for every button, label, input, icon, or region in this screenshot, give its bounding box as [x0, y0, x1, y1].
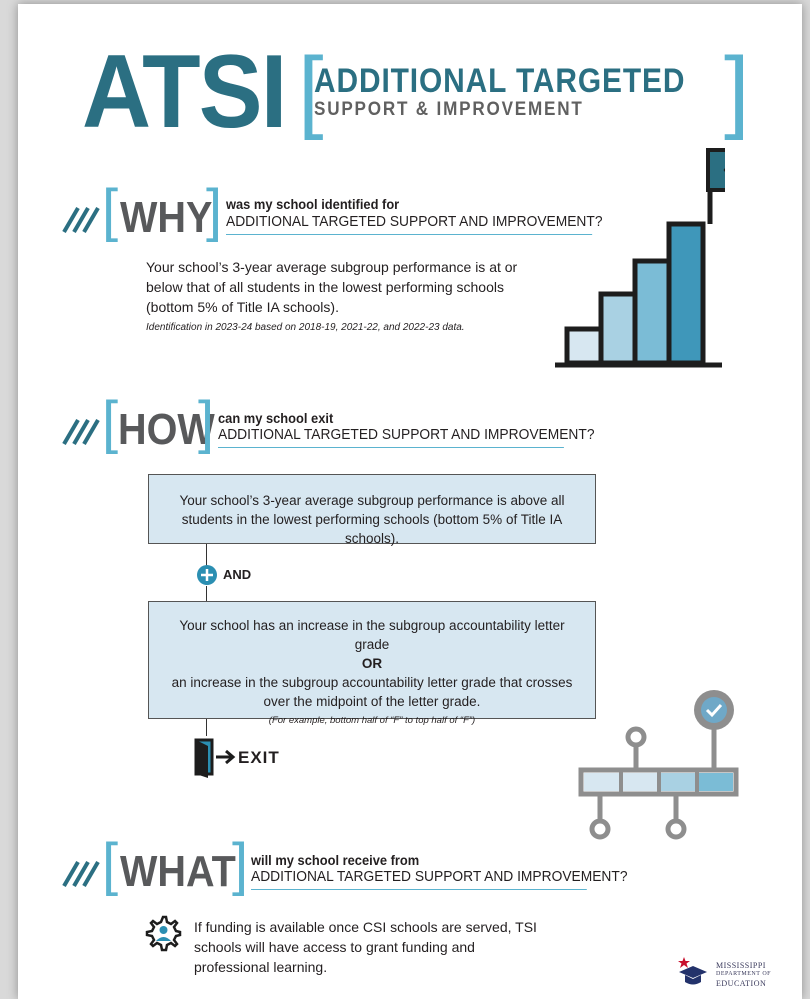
criterion-box-1-text: Your school’s 3-year average subgroup pe…: [179, 493, 565, 546]
criterion-box-2-example: (For example, bottom half of “F” to top …: [268, 715, 476, 726]
stripes-icon: [62, 206, 100, 234]
why-bracket-right: ]: [206, 178, 223, 243]
title-line-2: SUPPORT & IMPROVEMENT: [314, 99, 584, 120]
department-logo-text: MISSISSIPPI DEPARTMENT OF EDUCATION: [716, 961, 771, 988]
why-bracket-left: [: [102, 178, 119, 243]
infographic-page: ATSI [ ADDITIONAL TARGETED SUPPORT & IMP…: [18, 4, 802, 999]
how-question-line2: ADDITIONAL TARGETED SUPPORT AND IMPROVEM…: [218, 426, 595, 448]
logo-line3: EDUCATION: [716, 979, 767, 988]
how-heading: HOW: [118, 405, 215, 454]
what-question-line1: will my school receive from: [251, 852, 420, 868]
why-heading: WHY: [120, 193, 213, 242]
criterion-box-1: Your school’s 3-year average subgroup pe…: [148, 474, 596, 546]
why-question-line2: ADDITIONAL TARGETED SUPPORT AND IMPROVEM…: [226, 213, 603, 235]
exit-door-icon: [194, 738, 236, 778]
flow-line-2: [206, 586, 207, 601]
flow-line-1: [206, 544, 207, 567]
bracket-left: [: [298, 39, 324, 141]
bar-chart-flag-icon: [555, 148, 725, 368]
what-heading: WHAT: [120, 847, 236, 896]
flow-line-3: [206, 719, 207, 736]
criterion-box-2: Your school has an increase in the subgr…: [148, 601, 596, 726]
what-bracket-right: ]: [232, 832, 249, 897]
logo-line2: DEPARTMENT OF: [716, 971, 771, 977]
why-note: Identification in 2023-24 based on 2018-…: [146, 322, 465, 333]
criterion-box-2-or: OR: [361, 656, 383, 671]
and-label: AND: [223, 567, 252, 582]
stripes-icon: [62, 860, 100, 888]
acronym-title: ATSI: [82, 34, 287, 150]
what-bracket-left: [: [102, 832, 119, 897]
why-question-line1: was my school identified for: [226, 196, 400, 212]
what-body: If funding is available once CSI schools…: [194, 919, 537, 975]
logo-line1: MISSISSIPPI: [716, 961, 766, 970]
exit-label: EXIT: [238, 748, 280, 767]
bracket-right: ]: [724, 39, 750, 141]
what-question-line2: ADDITIONAL TARGETED SUPPORT AND IMPROVEM…: [251, 868, 628, 890]
gear-person-icon: [145, 915, 182, 952]
how-bracket-left: [: [102, 390, 119, 455]
timeline-check-icon: [578, 690, 739, 840]
how-question-line1: can my school exit: [218, 410, 334, 426]
stripes-icon: [62, 418, 100, 446]
why-body: Your school’s 3-year average subgroup pe…: [146, 259, 518, 315]
criterion-box-2-line1: Your school has an increase in the subgr…: [179, 618, 565, 652]
state-logo-icon: [678, 957, 707, 985]
criterion-box-2-line2: an increase in the subgroup accountabili…: [171, 675, 573, 709]
title-line-1: ADDITIONAL TARGETED: [314, 62, 686, 100]
plus-circle-icon: [197, 565, 217, 585]
how-bracket-right: ]: [198, 390, 215, 455]
